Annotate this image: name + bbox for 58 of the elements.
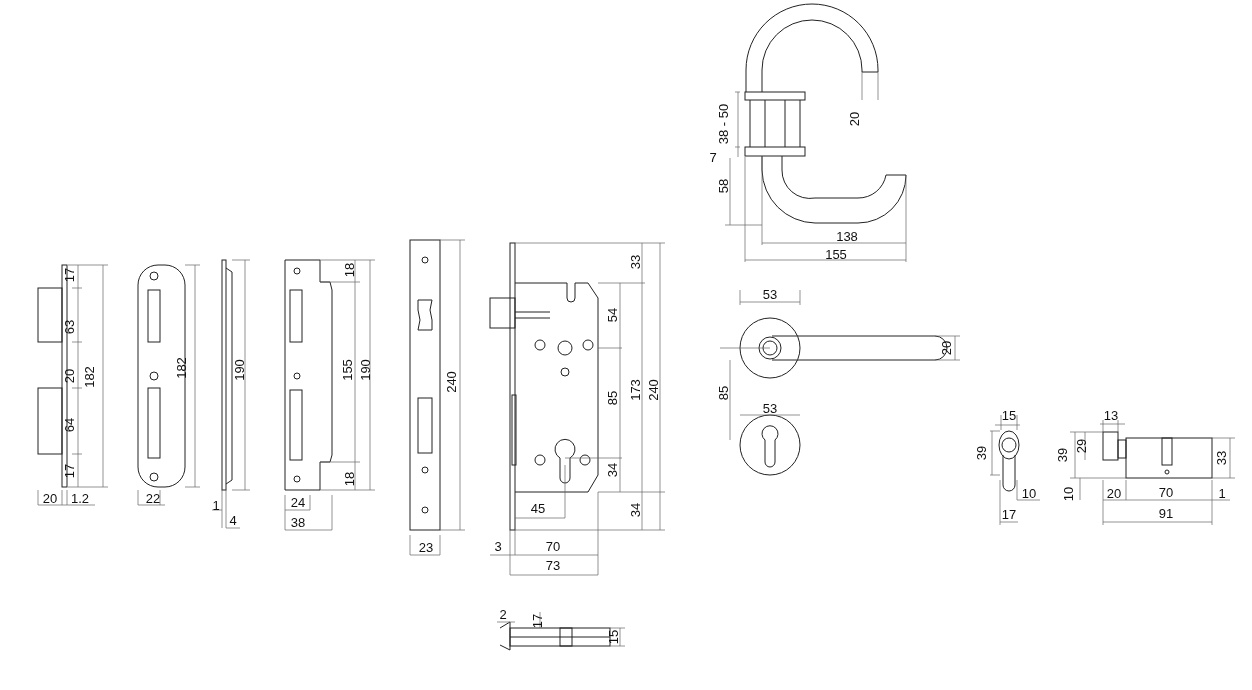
dimension-label: 54 [606,307,620,323]
dimension-label: 91 [1158,507,1174,521]
dimension-label: 173 [629,379,643,401]
dimension-label: 73 [545,559,561,573]
dimension-label: 17 [63,267,77,283]
dimension-label: 10 [1062,486,1076,502]
dimension-label: 33 [629,254,643,270]
dimension-label: 64 [63,417,77,433]
dimension-label: 22 [145,492,161,506]
dimension-label: 20 [63,368,77,384]
dimension-label: 63 [63,319,77,335]
dimension-label: 45 [530,502,546,516]
dimension-label: 17 [63,463,77,479]
dimension-label: 7 [709,151,717,165]
dimension-label: 155 [825,248,847,262]
dimension-label: 20 [42,492,58,506]
dimension-label: 155 [341,359,355,381]
dimension-label: 182 [175,357,189,379]
dimension-label: 34 [629,502,643,518]
dimension-label: 17 [531,613,545,629]
dimension-label: 53 [762,402,778,416]
dimension-label: 240 [445,371,459,393]
dimension-label: 1 [1218,487,1226,501]
dimension-label: 17 [1001,508,1017,522]
dimension-label: 240 [647,379,661,401]
dimension-label: 39 [975,445,989,461]
dimension-label: 20 [940,340,954,356]
dimension-label: 39 [1056,447,1070,463]
dimension-label: 20 [848,111,862,127]
dimension-label: 190 [359,359,373,381]
dimension-label: 15 [1001,409,1017,423]
dimension-label: 18 [343,262,357,278]
dimension-label: 3 [494,540,502,554]
dimension-label: 24 [290,496,306,510]
dimension-label: 20 [1106,487,1122,501]
dimension-label: 34 [606,462,620,478]
dimension-label: 23 [418,541,434,555]
dimension-label: 33 [1215,450,1229,466]
dimension-label: 29 [1075,438,1089,454]
dimension-label: 13 [1103,409,1119,423]
dimension-label: 85 [606,390,620,406]
dimension-label: 53 [762,288,778,302]
dimension-label: 85 [717,385,731,401]
dimension-label: 10 [1021,487,1037,501]
dimension-label: 4 [229,514,237,528]
dimension-label: 182 [83,366,97,388]
dimension-label: 2 [499,608,507,622]
dimension-label: 15 [607,629,621,645]
dimension-label: 38 - 50 [717,103,731,145]
dimension-label: 58 [717,178,731,194]
dimension-label: 18 [343,471,357,487]
dimension-label: 70 [545,540,561,554]
dimension-label: 190 [233,359,247,381]
dimension-label: 70 [1158,486,1174,500]
dimension-label: 1.2 [70,492,90,506]
dimension-label: 38 [290,516,306,530]
dimension-label: 1 [212,499,220,513]
dimension-label: 138 [836,230,858,244]
